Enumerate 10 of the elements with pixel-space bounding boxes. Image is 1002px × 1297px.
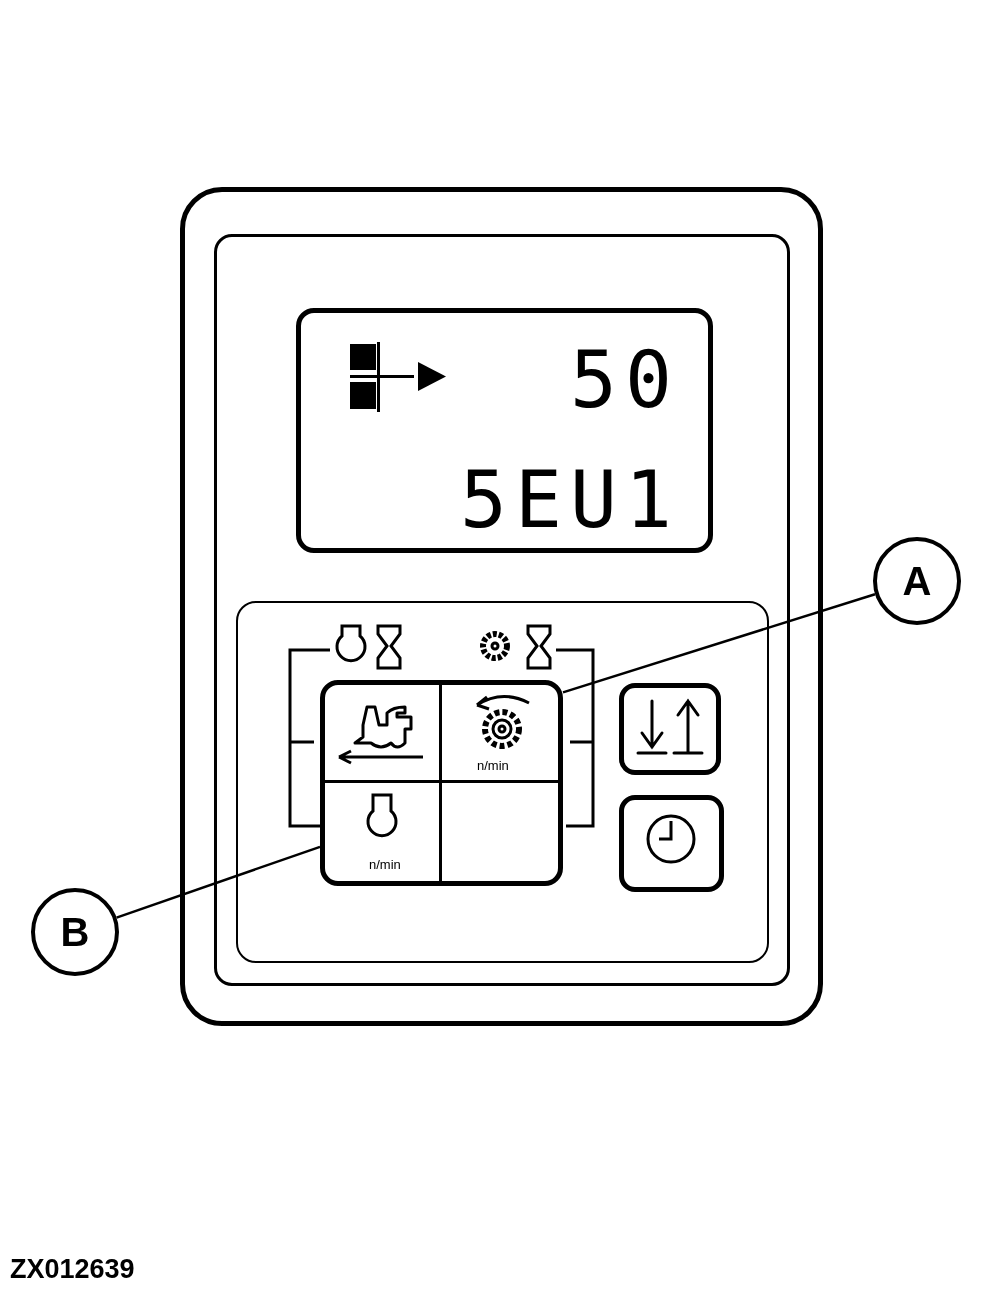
display-reading: 50: [570, 335, 680, 425]
display-reading: 5EU1: [460, 455, 680, 545]
callout-letter: B: [31, 888, 119, 976]
figure-id: ZX012639: [10, 1254, 135, 1285]
leader-line: [562, 593, 876, 694]
keypad: [320, 680, 563, 886]
callout-letter: A: [873, 537, 961, 625]
unit-label: n/min: [369, 857, 401, 872]
unit-label: n/min: [477, 758, 509, 773]
leader-line: [116, 845, 321, 919]
